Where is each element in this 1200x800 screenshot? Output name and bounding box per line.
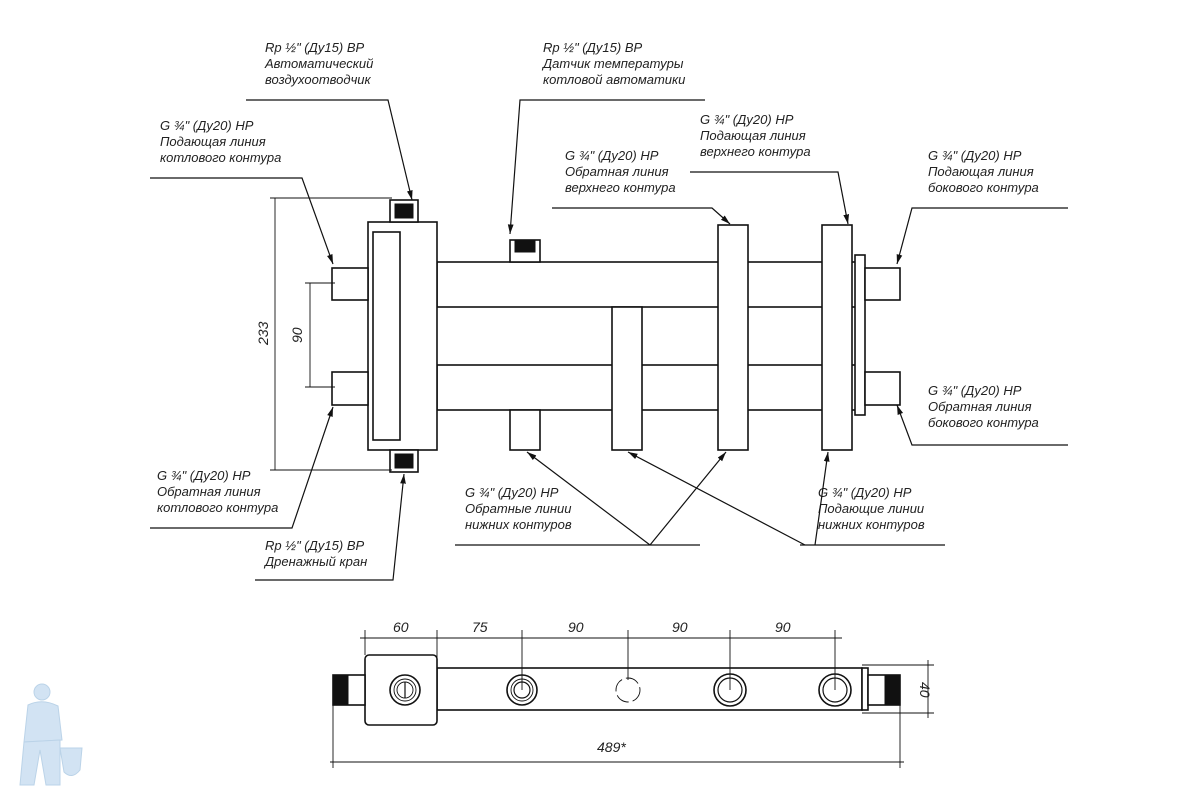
dim-90-c: 90 [775,619,791,635]
plumber-logo [19,683,83,786]
plan-view: 60 75 90 90 90 489* 40 [330,619,934,768]
dim-90-a: 90 [568,619,584,635]
plan-header [436,667,863,711]
plan-depth-dimension: 40 [862,660,934,718]
side-supply-nozzle [864,267,901,301]
sensor-plug [514,239,536,253]
upper-header-pipe [436,261,863,308]
lower-return-pipe [611,306,643,451]
drain-plug [394,453,414,469]
upper-return-pipe [717,224,749,451]
plan-port-separator [389,674,421,706]
boiler-supply-nozzle [331,267,369,301]
air-vent-plug [394,203,414,219]
dim-40: 40 [917,682,933,698]
plan-end-cap [861,667,869,711]
dim-90-b: 90 [672,619,688,635]
plan-length-dimension: 489* [330,705,904,768]
dim-label-233: 233 [255,321,271,346]
lower-stub-pipe [509,409,541,451]
plan-spacing-dimensions: 60 75 90 90 90 [360,619,842,690]
plan-right-thread [884,674,901,706]
plan-left-thread [332,674,349,706]
dim-489: 489* [597,739,626,755]
boiler-return-nozzle [331,371,369,406]
dim-label-90: 90 [289,327,305,343]
dimension-233: 233 [255,197,392,471]
lower-header-pipe [436,364,863,411]
right-end-cap [854,254,866,416]
dim-60: 60 [393,619,409,635]
upper-supply-pipe [821,224,853,451]
front-view: 233 90 [255,197,901,473]
side-return-nozzle [864,371,901,406]
separator-inner [372,231,401,441]
dim-75: 75 [472,619,488,635]
dimension-90: 90 [289,282,335,388]
